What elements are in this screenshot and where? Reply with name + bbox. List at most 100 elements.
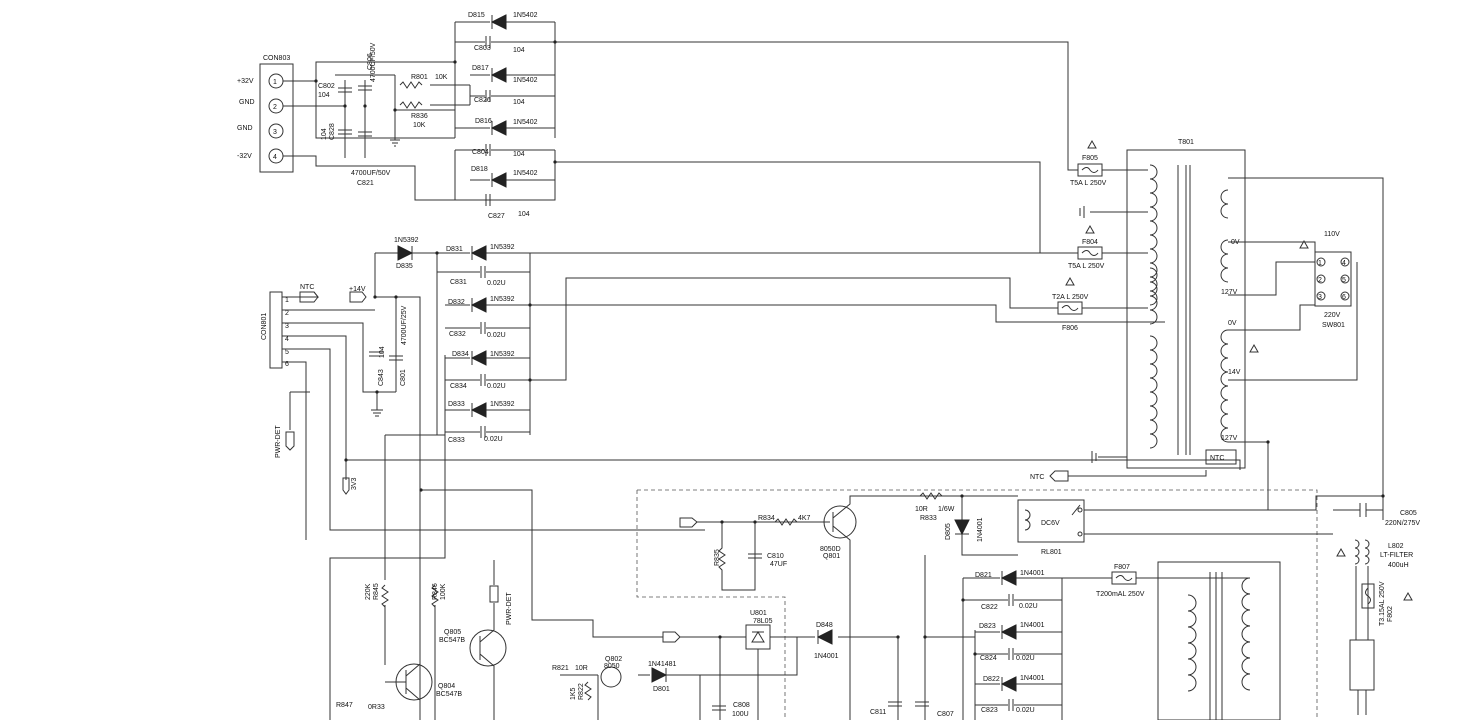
resistor-r846: R846 100K bbox=[431, 583, 447, 608]
cap-c823: C823 0.02U bbox=[981, 699, 1035, 714]
svg-text:1N41481: 1N41481 bbox=[648, 661, 677, 668]
svg-text:4700UF/50V: 4700UF/50V bbox=[370, 42, 377, 82]
regulator-u801: U801 78L05 bbox=[680, 610, 815, 720]
junction-dots bbox=[314, 40, 1385, 656]
svg-text:4700UF/50V: 4700UF/50V bbox=[351, 170, 391, 177]
cap-c822: C822 0.02U bbox=[981, 594, 1038, 611]
top-bridge bbox=[454, 21, 1078, 254]
svg-text:D815: D815 bbox=[468, 12, 485, 19]
svg-text:U801: U801 bbox=[750, 610, 767, 617]
svg-text:D831: D831 bbox=[446, 246, 463, 253]
svg-text:0V: 0V bbox=[1228, 320, 1237, 327]
svg-text:2: 2 bbox=[285, 310, 289, 317]
svg-text:RL801: RL801 bbox=[1041, 549, 1062, 556]
svg-text:0R33: 0R33 bbox=[368, 704, 385, 711]
transistor-q801: 8050D Q801 bbox=[820, 495, 1018, 720]
svg-text:127V: 127V bbox=[1221, 435, 1238, 442]
svg-text:0.02U: 0.02U bbox=[484, 436, 503, 443]
svg-text:F802: F802 bbox=[1387, 606, 1394, 622]
cap-c827: C827 104 bbox=[485, 194, 530, 220]
svg-text:NTC: NTC bbox=[1030, 474, 1044, 481]
fuse-f804: F804 T5A L 250V bbox=[1068, 224, 1148, 270]
svg-text:L802: L802 bbox=[1388, 543, 1404, 550]
svg-text:47UF: 47UF bbox=[770, 561, 787, 568]
svg-text:220N/275V: 220N/275V bbox=[1385, 520, 1420, 527]
svg-text:C803: C803 bbox=[474, 45, 491, 52]
svg-text:Q801: Q801 bbox=[823, 553, 840, 560]
svg-text:104: 104 bbox=[318, 92, 330, 99]
svg-text:10K: 10K bbox=[435, 74, 448, 81]
fuse-f802: F802 T3.15AL 250V bbox=[1361, 581, 1413, 626]
diode-d832: D832 1N5392 bbox=[448, 296, 515, 313]
svg-text:1N5402: 1N5402 bbox=[513, 12, 538, 19]
svg-text:D833: D833 bbox=[448, 401, 465, 408]
svg-text:R847: R847 bbox=[336, 702, 353, 709]
cap-c826: C826 104 bbox=[474, 90, 525, 106]
svg-text:1: 1 bbox=[273, 79, 277, 86]
svg-text:C832: C832 bbox=[449, 331, 466, 338]
svg-text:C802: C802 bbox=[318, 83, 335, 90]
svg-text:T801: T801 bbox=[1178, 139, 1194, 146]
svg-text:F806: F806 bbox=[1062, 325, 1078, 332]
svg-text:10K: 10K bbox=[413, 122, 426, 129]
con803-wiring bbox=[283, 42, 471, 201]
cap-c833: C833 0.02U bbox=[448, 426, 503, 444]
svg-text:C801: C801 bbox=[400, 369, 407, 386]
svg-text:CON803: CON803 bbox=[263, 55, 290, 62]
diode-d818: D818 1N5402 bbox=[471, 166, 538, 188]
cap-c843: 104 C843 bbox=[369, 346, 386, 386]
transistor-q804: Q804 BC547B bbox=[385, 650, 462, 720]
svg-text:NTC: NTC bbox=[300, 284, 314, 291]
svg-text:104: 104 bbox=[321, 128, 328, 140]
inductor-l802: L802 LT-FILTER 400uH bbox=[1336, 539, 1413, 569]
svg-text:1N5402: 1N5402 bbox=[513, 77, 538, 84]
svg-text:110V: 110V bbox=[1324, 231, 1340, 238]
pin-label-minus32v: -32V bbox=[237, 153, 252, 160]
diode-d834: D834 1N5392 bbox=[452, 350, 515, 366]
tag-pwr-det-lower: PWR-DET bbox=[489, 585, 513, 625]
svg-text:C808: C808 bbox=[733, 702, 750, 709]
svg-text:104: 104 bbox=[513, 47, 525, 54]
resistor-r847: R847 0R33 bbox=[336, 702, 385, 711]
svg-text:220V: 220V bbox=[1324, 312, 1341, 319]
svg-text:C810: C810 bbox=[767, 553, 784, 560]
transformer-t801: T801 0V 127V 0V 14V 127V NTC bbox=[1068, 139, 1384, 520]
svg-text:2: 2 bbox=[273, 104, 277, 111]
svg-text:CON801: CON801 bbox=[261, 313, 268, 340]
svg-text:1N5392: 1N5392 bbox=[490, 296, 515, 303]
diode-d822: D822 1N4001 bbox=[983, 675, 1045, 692]
svg-text:D848: D848 bbox=[816, 622, 833, 629]
cap-c824: C824 0.02U bbox=[980, 648, 1035, 662]
svg-text:8050D: 8050D bbox=[820, 546, 841, 553]
tag-pwr-det-mid bbox=[679, 517, 830, 528]
connector-con803: CON803 1 2 3 4 +32V GND GND -32V bbox=[237, 55, 294, 173]
svg-text:1K5: 1K5 bbox=[570, 687, 577, 700]
cap-c810: C810 47UF bbox=[748, 553, 787, 568]
svg-text:4K7: 4K7 bbox=[798, 515, 811, 522]
svg-text:C823: C823 bbox=[981, 707, 998, 714]
svg-text:C834: C834 bbox=[450, 383, 467, 390]
svg-text:10R: 10R bbox=[915, 506, 928, 513]
fuse-f805: F805 T5A L 250V bbox=[1070, 139, 1148, 187]
svg-text:T2A L 250V: T2A L 250V bbox=[1052, 294, 1089, 301]
tag-ntc-right: NTC bbox=[1030, 470, 1069, 482]
svg-text:C804: C804 bbox=[472, 149, 489, 156]
svg-text:D801: D801 bbox=[653, 686, 670, 693]
transistor-q805: Q805 BC547B bbox=[439, 620, 507, 720]
svg-text:C843: C843 bbox=[378, 369, 385, 386]
cap-c831: C831 0.02U bbox=[450, 266, 506, 287]
svg-text:T3.15AL 250V: T3.15AL 250V bbox=[1379, 581, 1386, 626]
diode-d831: D831 1N5392 bbox=[446, 244, 515, 261]
svg-text:C824: C824 bbox=[980, 655, 997, 662]
pin-label-plus32v: +32V bbox=[237, 78, 254, 85]
svg-text:3: 3 bbox=[1318, 294, 1322, 301]
svg-text:100U: 100U bbox=[732, 711, 749, 718]
svg-text:PWR-DET: PWR-DET bbox=[275, 425, 282, 458]
svg-text:4700UF/25V: 4700UF/25V bbox=[401, 305, 408, 345]
svg-text:6: 6 bbox=[285, 361, 289, 368]
svg-text:14V: 14V bbox=[1228, 369, 1241, 376]
cap-c805: C805 220N/275V bbox=[1333, 503, 1420, 527]
svg-text:C831: C831 bbox=[450, 279, 467, 286]
svg-text:104: 104 bbox=[379, 346, 386, 358]
transistor-q802: Q802 8050 bbox=[600, 656, 622, 688]
